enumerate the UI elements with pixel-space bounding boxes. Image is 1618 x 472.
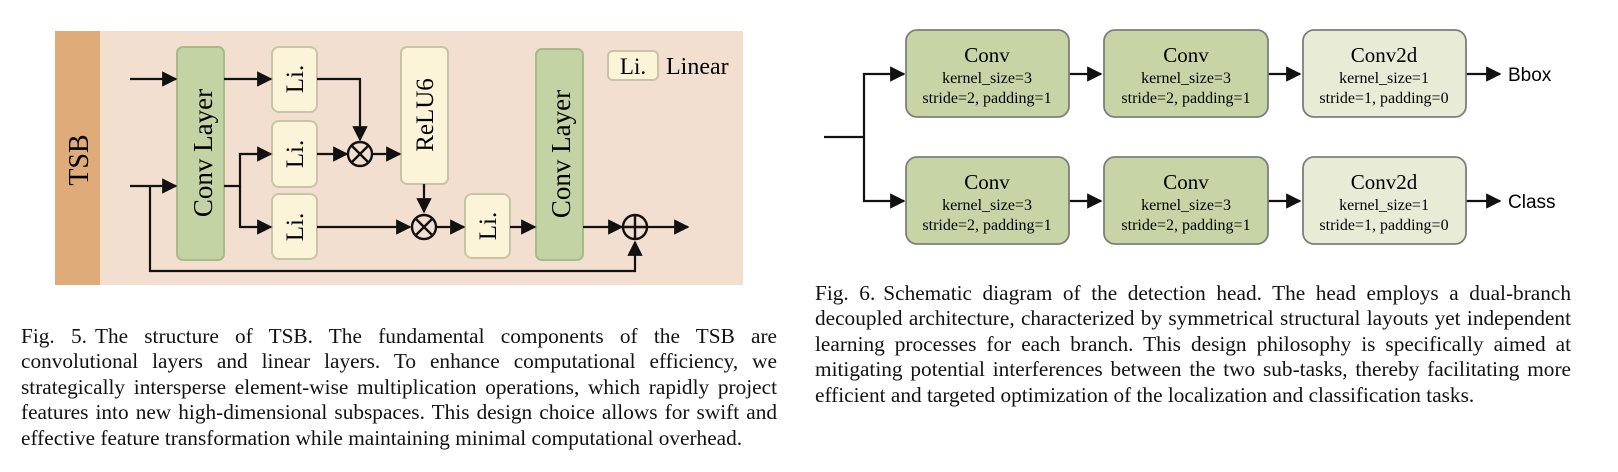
linear-label-bottom: Li. <box>282 213 309 241</box>
block-title: Conv2d <box>1351 43 1418 67</box>
fig5-caption-number: Fig. 5. <box>21 324 87 348</box>
conv-block <box>905 29 1070 118</box>
add-operator <box>621 213 649 241</box>
output-label-bbox: Bbox <box>1508 65 1552 86</box>
fig5-caption: Fig. 5.The structure of TSB. The fundame… <box>21 324 777 472</box>
block-param-line1: kernel_size=3 <box>942 70 1032 87</box>
block-param-line2: stride=2, padding=1 <box>922 217 1051 234</box>
conv2d-block <box>1302 156 1467 245</box>
conv-layer-block-1 <box>176 46 225 261</box>
block-param-line1: kernel_size=3 <box>1141 70 1231 87</box>
block-param-line1: kernel_size=3 <box>1141 197 1231 214</box>
conv-layer-label-2: Conv Layer <box>546 90 576 218</box>
linear-label-output: Li. <box>475 212 502 240</box>
block-param-line2: stride=1, padding=0 <box>1319 90 1448 107</box>
block-param-line2: stride=1, padding=0 <box>1319 217 1448 234</box>
branch-class: Conv kernel_size=3 stride=2, padding=1 C… <box>905 156 1556 245</box>
conv-block <box>1103 29 1269 118</box>
block-title: Conv <box>964 170 1010 194</box>
multiply-operator-2 <box>410 213 438 241</box>
linear-label-top: Li. <box>282 65 309 93</box>
block-param-line2: stride=2, padding=1 <box>922 90 1051 107</box>
output-label-class: Class <box>1508 192 1556 213</box>
conv-block <box>1103 156 1269 245</box>
block-param-line1: kernel_size=3 <box>942 197 1032 214</box>
relu6-label: ReLU6 <box>412 78 439 152</box>
detection-head-diagram: Conv kernel_size=3 stride=2, padding=1 C… <box>824 29 1556 245</box>
fig5-caption-text: The structure of TSB. The fundamental co… <box>21 324 777 450</box>
conv2d-block <box>1302 29 1467 118</box>
branch-bbox: Conv kernel_size=3 stride=2, padding=1 C… <box>905 29 1552 118</box>
fig6-caption-number: Fig. 6. <box>815 281 876 305</box>
head-connections <box>824 66 1502 209</box>
tsb-side-bar <box>55 31 100 285</box>
tsb-connections <box>130 71 690 273</box>
conv-layer-label-1: Conv Layer <box>188 89 218 217</box>
conv-layer-block-2 <box>535 48 584 261</box>
legend-linear-key <box>607 50 659 81</box>
block-param-line1: kernel_size=1 <box>1339 70 1429 87</box>
legend-linear-text: Linear <box>666 54 729 80</box>
block-title: Conv <box>1163 170 1209 194</box>
legend-linear-key-text: Li. <box>620 54 646 79</box>
block-param-line2: stride=2, padding=1 <box>1121 90 1250 107</box>
block-title: Conv2d <box>1351 170 1418 194</box>
block-param-line2: stride=2, padding=1 <box>1121 217 1250 234</box>
multiply-operator-1 <box>346 140 374 168</box>
tsb-diagram: TSB Conv Layer Conv Layer Li. Li. Li. Li… <box>55 31 743 285</box>
fig6-caption-text: Schematic diagram of the detection head.… <box>815 281 1572 407</box>
block-title: Conv <box>1163 43 1209 67</box>
conv-block <box>905 156 1070 245</box>
block-title: Conv <box>964 43 1010 67</box>
tsb-side-label: TSB <box>64 134 95 185</box>
linear-label-middle: Li. <box>282 140 309 168</box>
fig6-caption: Fig. 6.Schematic diagram of the detectio… <box>815 281 1571 408</box>
block-param-line1: kernel_size=1 <box>1339 197 1429 214</box>
